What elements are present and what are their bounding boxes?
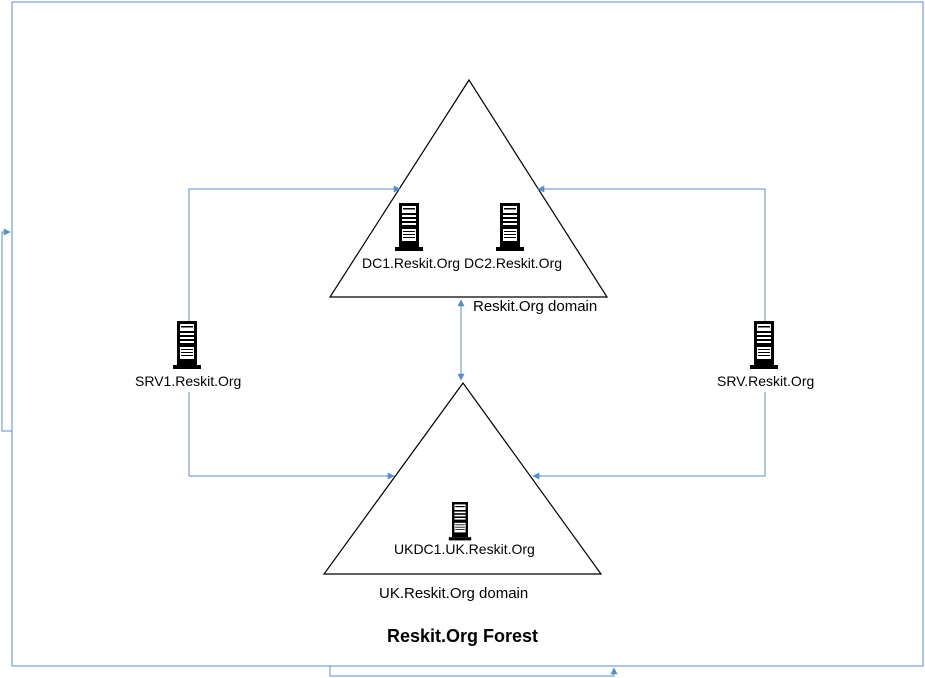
forest-boundary [11,1,924,667]
connector-srv-to-reskit [537,185,766,322]
server-tower-icon [173,321,201,369]
server-label-ukdc1: UKDC1.UK.Reskit.Org [394,541,535,557]
server-tower-icon [395,203,423,251]
domain-label-reskit: Reskit.Org domain [473,298,598,315]
connector-srv1-to-reskit [188,185,401,322]
server-label-srv1: SRV1.Reskit.Org [135,373,242,389]
forest-title: Reskit.Org Forest [387,626,539,646]
connector-bottom-outer [329,666,618,677]
server-tower-icon [496,203,524,251]
domain-label-uk: UK.Reskit.Org domain [379,585,529,602]
server-label-srv: SRV.Reskit.Org [717,373,815,389]
server-label-dc2: DC2.Reskit.Org [464,255,563,271]
connector-left-outer [1,228,12,432]
server-label-dc1: DC1.Reskit.Org [362,255,461,271]
server-tower-icon [750,321,778,369]
connector-srv-to-uk [532,392,766,480]
server-tower-icon [448,502,472,541]
connector-srv1-to-uk [188,392,395,480]
